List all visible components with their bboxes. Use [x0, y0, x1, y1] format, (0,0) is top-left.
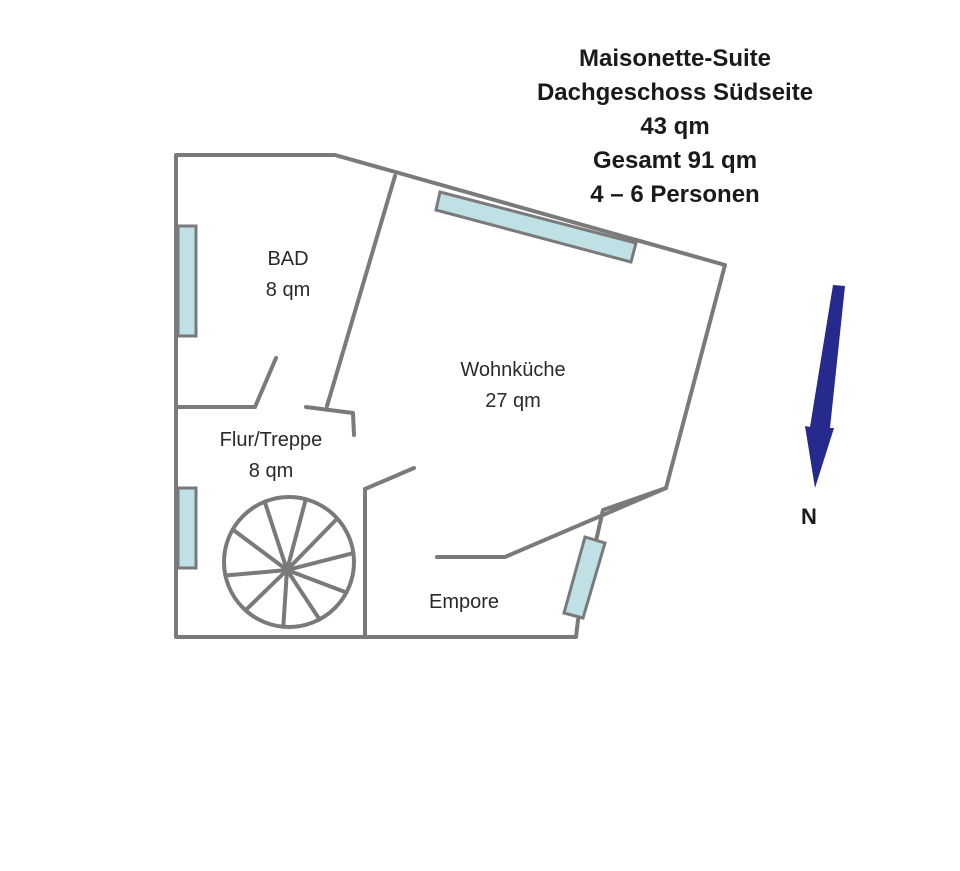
room-empore-name: Empore — [429, 591, 499, 613]
north-compass: N — [801, 285, 845, 529]
staircase-circle — [222, 495, 356, 629]
suite-area: 43 qm — [640, 113, 710, 140]
suite-floor: Dachgeschoss Südseite — [536, 79, 814, 106]
staircase-step — [230, 527, 289, 572]
window-empore — [562, 535, 607, 620]
room-wohnkueche-area: 27 qm — [485, 390, 541, 412]
window-flur — [176, 486, 198, 570]
staircase-step — [285, 551, 356, 572]
door-empore — [363, 466, 416, 491]
staircase-step — [285, 516, 340, 572]
staircase-step — [285, 497, 308, 572]
room-flur-area: 8 qm — [249, 460, 293, 482]
door-bad — [253, 356, 278, 409]
suite-name: Maisonette-Suite — [578, 45, 772, 72]
empore-railing — [435, 486, 668, 559]
wall-bad-wohnkueche — [325, 174, 397, 408]
staircase-step — [285, 568, 322, 622]
room-bad-area: 8 qm — [266, 279, 310, 301]
room-wohnkueche-name: Wohnküche — [460, 359, 565, 381]
suite-persons: 4 – 6 Personen — [590, 181, 760, 208]
walls — [174, 153, 727, 639]
staircase-step — [243, 568, 289, 613]
north-arrow-icon — [805, 285, 845, 488]
staircase-step — [223, 568, 289, 578]
staircase-steps — [223, 497, 356, 629]
outer-wall — [174, 153, 727, 639]
windows — [176, 190, 638, 620]
spiral-staircase — [222, 495, 356, 629]
window-wohnkueche — [434, 190, 638, 264]
room-labels: BAD 8 qm Wohnküche 27 qm Flur/Treppe 8 q… — [220, 248, 566, 613]
wall-flur-door — [304, 405, 356, 437]
staircase-step — [281, 568, 289, 629]
staircase-step — [262, 499, 289, 572]
suite-info: Maisonette-Suite Dachgeschoss Südseite 4… — [500, 42, 850, 212]
window-bad — [176, 224, 198, 338]
room-flur-name: Flur/Treppe — [220, 429, 323, 451]
staircase-step — [285, 568, 349, 595]
room-bad-name: BAD — [267, 248, 308, 270]
suite-total-area: Gesamt 91 qm — [592, 147, 758, 174]
north-label: N — [801, 504, 817, 529]
